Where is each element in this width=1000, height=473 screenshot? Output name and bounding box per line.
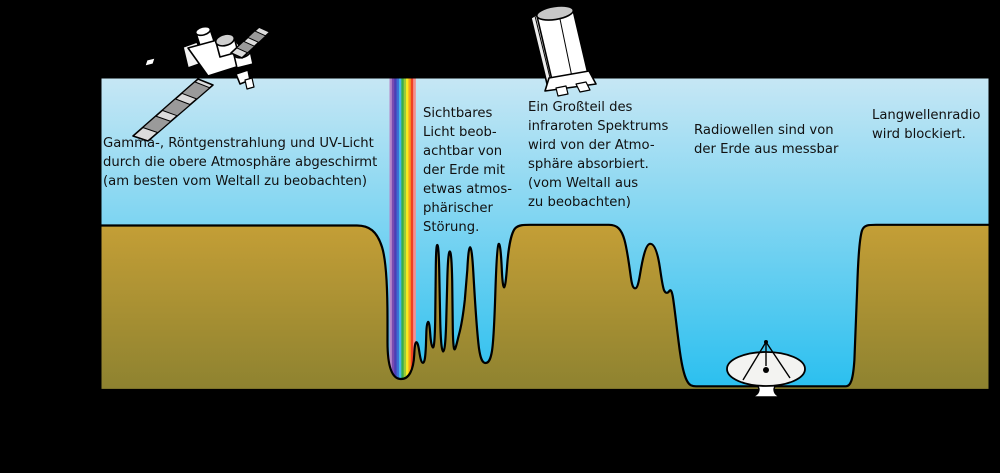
spitzer-infrared-telescope-icon <box>530 5 597 97</box>
chandra-xray-satellite-icon <box>132 25 271 142</box>
rainbow-visible-light-beam <box>389 77 416 379</box>
radio-telescope-dish-icon <box>726 340 806 398</box>
ground-opacity-silhouette <box>98 223 992 392</box>
